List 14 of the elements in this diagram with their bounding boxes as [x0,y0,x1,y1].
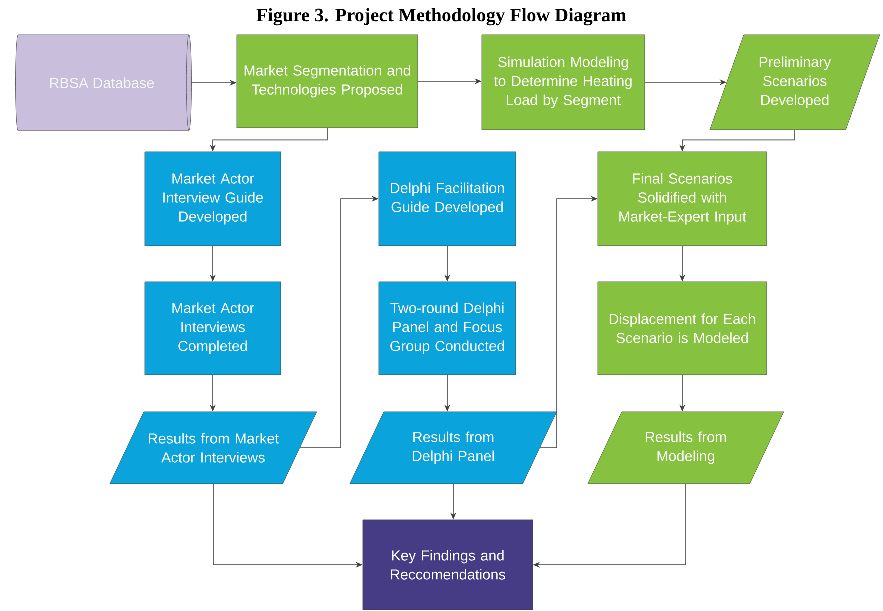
process-box: Delphi Facilitation Guide Developed [378,152,516,246]
process-box: Final Scenarios Solidified with Market-Expert Input [598,152,768,246]
process-box: Market Segmentation and Technologies Proposed [236,34,418,128]
process-box: Two-round Delphi Panel and Focus Group Conducted [378,282,516,376]
process-box: Market Actor Interview Guide Developed [144,152,282,246]
process-box: Simulation Modeling to Determine Heating Load by Segment [482,34,646,130]
process-box: Key Findings and Reccomendations [362,520,534,610]
data-parallelogram: Results from Market Actor Interviews [110,412,318,484]
process-box: Displacement for Each Scenario is Modeled [598,282,768,376]
title: Figure 3. Project Methodology Flow Diagram [256,8,626,26]
data-parallelogram: Results from Delphi Panel [350,412,558,484]
data-parallelogram: Results from Modeling [588,412,784,484]
process-box: Market Actor Interviews Completed [144,282,282,376]
data-parallelogram: Preliminary Scenarios Developed [710,34,880,130]
